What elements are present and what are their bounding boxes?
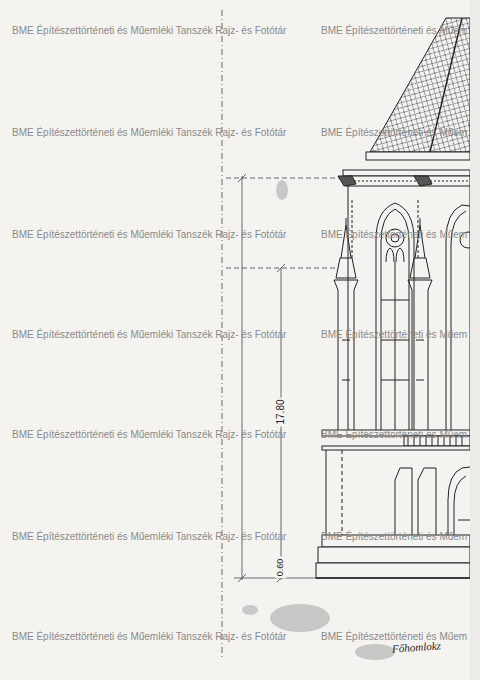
dimension-label: 17.80: [275, 397, 287, 426]
watermark-text: BME Építészettörténeti és Műemléki Tansz…: [12, 330, 286, 340]
watermark-text: BME Építészettörténeti és Műemléki Tansz…: [12, 632, 286, 642]
dimension-label: 0.60: [276, 556, 287, 578]
upper-wall: [334, 186, 476, 432]
watermark-text: BME Építészettörténeti és Műem: [321, 330, 467, 340]
watermark-text: BME Építészettörténeti és Műem: [321, 26, 467, 36]
watermark-text: BME Építészettörténeti és Műem: [321, 128, 467, 138]
scan-smudges: [242, 180, 395, 660]
watermark-text: BME Építészettörténeti és Műem: [321, 532, 467, 542]
scan-margin: [470, 0, 480, 680]
watermark-text: BME Építészettörténeti és Műemléki Tansz…: [12, 230, 286, 240]
watermark-text: BME Építészettörténeti és Műemléki Tansz…: [12, 430, 286, 440]
paper-sheet: [0, 0, 470, 680]
watermark-text: BME Építészettörténeti és Műemléki Tansz…: [12, 532, 286, 542]
balustrade: [322, 430, 470, 450]
watermark-text: BME Építészettörténeti és Műem: [321, 430, 467, 440]
watermark-text: BME Építészettörténeti és Műem: [321, 230, 467, 240]
cornice: [338, 170, 470, 186]
roof: [366, 18, 470, 160]
watermark-text: BME Építészettörténeti és Műemléki Tansz…: [12, 26, 286, 36]
watermark-text: BME Építészettörténeti és Műemléki Tansz…: [12, 128, 286, 138]
watermark-text: BME Építészettörténeti és Műem: [321, 632, 467, 642]
